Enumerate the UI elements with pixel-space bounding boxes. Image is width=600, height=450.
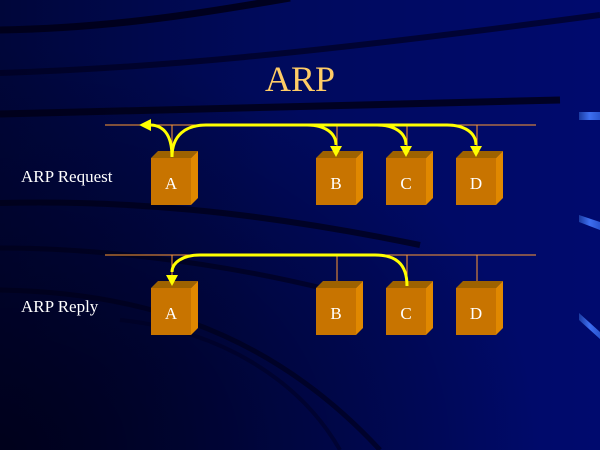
host-label: C — [400, 304, 411, 323]
slide-title: ARP — [264, 59, 336, 99]
host-box-top — [386, 151, 433, 158]
host-box-side — [426, 281, 433, 335]
host-label: D — [470, 174, 482, 193]
host-box-top — [456, 151, 503, 158]
slide-accent-mark — [579, 112, 600, 120]
host-box-c — [386, 288, 426, 335]
host-box-side — [356, 281, 363, 335]
host-box-side — [191, 151, 198, 205]
host-label: A — [165, 304, 178, 323]
host-label: B — [330, 174, 341, 193]
reply-arrow-c-to-a — [170, 253, 409, 287]
row-label-reply: ARP Reply — [21, 297, 99, 316]
arrowhead-left — [139, 119, 151, 131]
host-box-top — [456, 281, 503, 288]
swoosh — [0, 12, 600, 76]
host-box-side — [496, 281, 503, 335]
host-label: D — [470, 304, 482, 323]
slide-accent-mark — [579, 313, 600, 339]
broadcast-arrow-to-c — [376, 123, 408, 146]
host-label: B — [330, 304, 341, 323]
host-box-side — [426, 151, 433, 205]
host-box-side — [191, 281, 198, 335]
swoosh — [0, 245, 331, 293]
host-box-top — [151, 281, 198, 288]
host-label: C — [400, 174, 411, 193]
broadcast-arrow-to-d — [446, 123, 478, 146]
arrowhead-down — [470, 146, 482, 157]
host-box-top — [316, 151, 363, 158]
arrowhead-down — [330, 146, 342, 157]
broadcast-trunk — [170, 123, 447, 158]
host-box-a — [151, 158, 191, 205]
host-box-side — [496, 151, 503, 205]
swoosh — [0, 0, 291, 34]
host-box-top — [316, 281, 363, 288]
swoosh — [0, 96, 561, 118]
arrowhead-down — [166, 275, 178, 286]
slide-accent-mark — [579, 215, 600, 230]
host-box-b — [316, 288, 356, 335]
host-box-b — [316, 158, 356, 205]
host-box-c — [386, 158, 426, 205]
host-box-side — [356, 151, 363, 205]
swoosh — [0, 199, 421, 248]
host-label: A — [165, 174, 178, 193]
host-box-top — [151, 151, 198, 158]
host-box-a — [151, 288, 191, 335]
broadcast-arrow-to-b — [306, 123, 338, 146]
arrowhead-down — [400, 146, 412, 157]
host-box-top — [386, 281, 433, 288]
host-box-d — [456, 158, 496, 205]
row-label-request: ARP Request — [21, 167, 113, 186]
host-box-d — [456, 288, 496, 335]
